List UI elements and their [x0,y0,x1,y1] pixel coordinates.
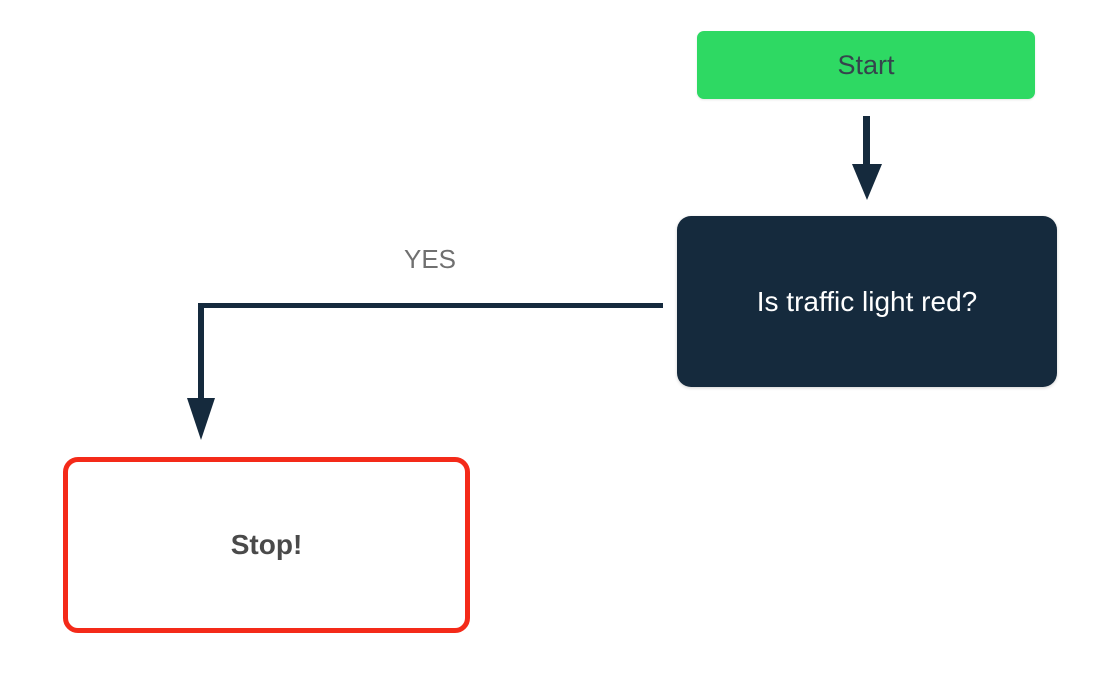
arrow-down-icon [187,398,215,440]
arrow-down-icon [852,164,882,200]
edge-question-to-stop-horizontal [198,303,663,308]
node-question-label: Is traffic light red? [756,285,978,317]
edge-question-to-stop-vertical [198,303,204,401]
node-question[interactable]: Is traffic light red? [677,216,1057,387]
edge-label-yes: YES [403,244,457,274]
node-start-label: Start [837,49,895,80]
edge-start-to-question-shaft [863,116,870,166]
node-stop[interactable]: Stop! [63,457,470,633]
node-stop-label: Stop! [230,529,303,560]
node-start[interactable]: Start [697,31,1035,99]
